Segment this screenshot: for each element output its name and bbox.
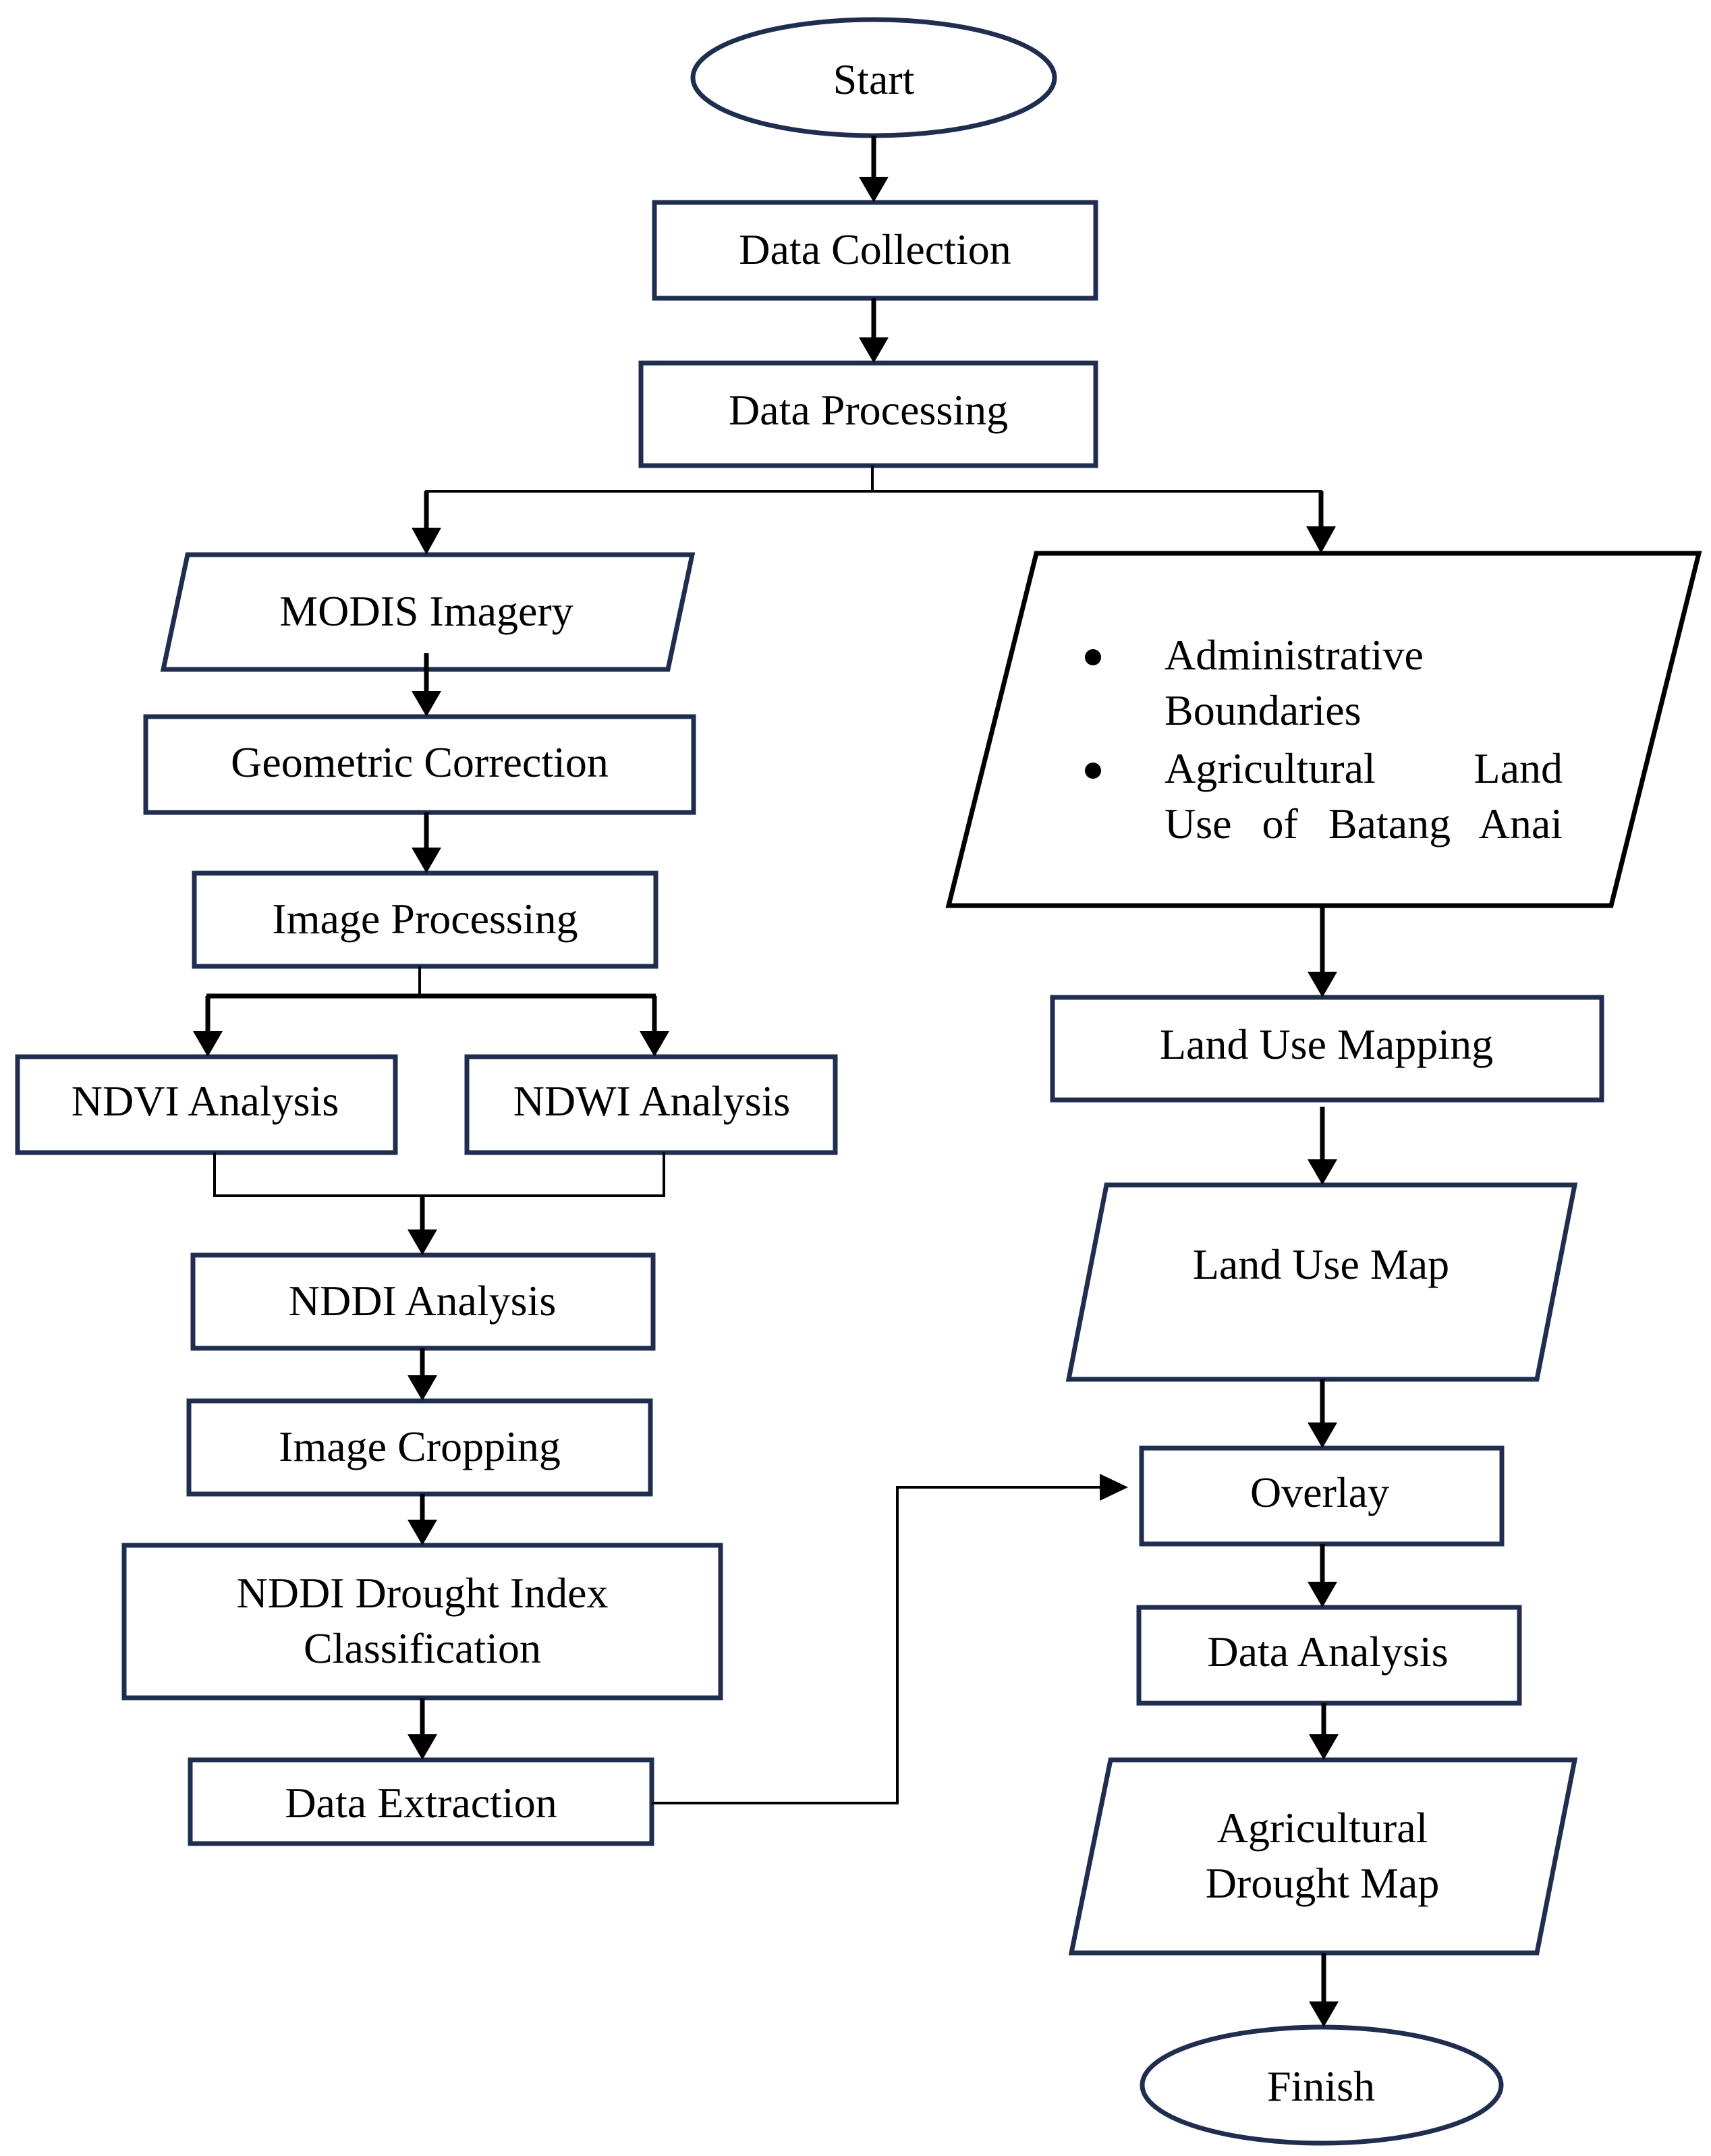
ndvi-analysis-label: NDVI Analysis xyxy=(71,1077,339,1125)
agri-drought-line2: Drought Map xyxy=(1205,1859,1440,1907)
overlay-label: Overlay xyxy=(1250,1468,1390,1516)
ndwi-analysis-process xyxy=(464,1054,838,1155)
arrowhead xyxy=(859,337,889,363)
finish-terminator xyxy=(1140,2024,1504,2146)
connector-extraction-to-overlay xyxy=(652,1486,1100,1804)
nddi-classification-line2: Classification xyxy=(304,1624,541,1672)
arrowhead xyxy=(408,1229,437,1255)
arrowhead xyxy=(640,1031,669,1057)
geometric-correction-label: Geometric Correction xyxy=(231,738,609,786)
admin-bullet1-line1: Administrative xyxy=(1165,631,1424,679)
land-use-mapping-label: Land Use Mapping xyxy=(1159,1020,1494,1068)
overlay-process xyxy=(1139,1445,1505,1547)
nddi-classification-line1: NDDI Drought Index xyxy=(236,1569,609,1617)
arrowhead xyxy=(1308,1422,1337,1448)
connector-lines xyxy=(205,136,1326,2001)
arrowhead xyxy=(408,1520,437,1545)
data-extraction-label: Data Extraction xyxy=(285,1779,557,1827)
data-processing-process xyxy=(638,360,1098,468)
nddi-classification-label: NDDI Drought Index Classification xyxy=(237,1566,609,1676)
start-label: Start xyxy=(833,55,915,103)
agricultural-drought-map-data xyxy=(1068,1757,1578,1956)
land-use-map-label: Land Use Map xyxy=(1192,1240,1450,1288)
arrowhead xyxy=(408,1375,437,1401)
admin-bullet2-line1: Agricultural Land xyxy=(1165,744,1563,792)
admin-bullet2-line2: Use of Batang Anai xyxy=(1165,800,1563,848)
land-use-mapping-process xyxy=(1050,995,1604,1103)
data-processing-label: Data Processing xyxy=(728,386,1009,434)
data-collection-label: Data Collection xyxy=(739,225,1011,273)
admin-boundaries-data xyxy=(945,551,1702,908)
geometric-correction-process xyxy=(143,714,696,815)
arrowhead xyxy=(408,1734,437,1760)
arrowhead xyxy=(1309,1734,1339,1760)
modis-imagery-label: MODIS Imagery xyxy=(279,587,573,635)
image-cropping-process xyxy=(186,1398,653,1497)
arrowhead xyxy=(1309,2001,1339,2027)
ndwi-analysis-label: NDWI Analysis xyxy=(513,1077,791,1125)
image-processing-process xyxy=(192,870,658,969)
finish-label: Finish xyxy=(1266,2062,1376,2110)
admin-bullet-text-2: Agricultural Land Use of Batang Anai xyxy=(1165,741,1563,852)
ndvi-analysis-process xyxy=(15,1054,398,1155)
nddi-analysis-process xyxy=(190,1252,656,1351)
arrowhead xyxy=(1308,1159,1337,1185)
admin-bullet-text-1: Administrative Boundaries xyxy=(1165,628,1563,738)
bullet-icon xyxy=(1085,649,1101,665)
bullet-icon xyxy=(1085,763,1101,779)
data-analysis-label: Data Analysis xyxy=(1207,1628,1449,1676)
arrowhead xyxy=(193,1031,223,1057)
connector-ndvi-ndwi-merge xyxy=(213,1153,665,1197)
admin-bullet1-line2: Boundaries xyxy=(1165,686,1362,734)
arrowhead xyxy=(412,691,441,717)
arrowhead xyxy=(1306,526,1336,553)
image-cropping-label: Image Cropping xyxy=(279,1422,561,1470)
nddi-analysis-label: NDDI Analysis xyxy=(288,1277,557,1325)
arrowhead xyxy=(1308,972,1337,997)
arrowheads xyxy=(193,177,1339,2027)
land-use-map-data xyxy=(1065,1182,1578,1382)
arrowhead xyxy=(1100,1474,1128,1501)
data-analysis-process xyxy=(1136,1605,1522,1706)
arrowhead xyxy=(1308,1582,1337,1607)
image-processing-label: Image Processing xyxy=(272,895,578,943)
arrowhead xyxy=(859,177,889,202)
modis-imagery-data xyxy=(160,552,696,672)
arrowhead xyxy=(412,848,441,873)
data-extraction-process xyxy=(188,1757,654,1846)
arrowhead xyxy=(412,528,441,555)
data-collection-process xyxy=(652,200,1098,301)
agricultural-drought-map-label: Agricultural Drought Map xyxy=(1206,1800,1440,1911)
agri-drought-line1: Agricultural xyxy=(1216,1804,1428,1852)
